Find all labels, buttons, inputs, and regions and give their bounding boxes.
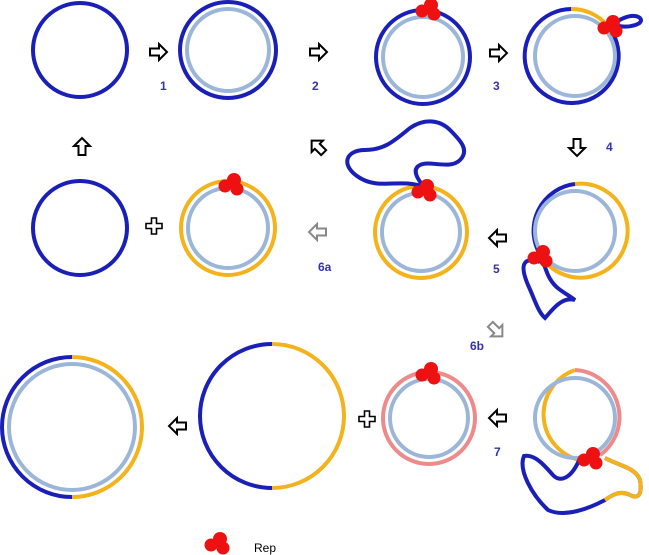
rolling-circle-elongation-step4	[521, 181, 630, 321]
step-label-6a: 6a	[318, 260, 332, 274]
step-label-2: 2	[312, 79, 319, 93]
legend: Rep	[204, 532, 276, 555]
ssdna-circle-released	[31, 179, 129, 277]
step-label-6b: 6b	[470, 339, 484, 353]
displaced-strand-loop-step5	[345, 119, 469, 280]
large-ssdna-concatemer-circle	[198, 342, 346, 490]
plus-icon	[358, 410, 376, 428]
pink-dsdna-rep-circle	[381, 362, 477, 466]
arrow-left-icon	[168, 417, 187, 435]
new-dsdna-rep-circle	[179, 173, 277, 277]
step-label-4: 4	[606, 140, 613, 154]
large-dsdna-circle	[0, 355, 144, 499]
arrow-left-icon	[488, 229, 507, 247]
rep-protein-icon	[204, 532, 230, 555]
arrow-down-icon	[568, 138, 586, 157]
arrow-right-icon	[149, 43, 168, 61]
dsdna-rep-bound-step2	[374, 0, 472, 106]
arrow-left-icon	[488, 409, 507, 427]
step-label-1: 1	[160, 79, 167, 93]
second-round-replication-step7	[520, 368, 643, 515]
arrow-right-icon	[489, 44, 508, 62]
ssdna-circle-step0	[31, 1, 129, 99]
legend-rep-label: Rep	[254, 541, 276, 555]
arrow-left-gray-icon	[308, 223, 327, 241]
arrow-down-right-gray-icon	[483, 317, 510, 344]
step-label-3: 3	[493, 79, 500, 93]
step-label-5: 5	[493, 262, 500, 276]
dsdna-circle-step1	[178, 0, 278, 100]
arrow-up-left-icon	[304, 133, 331, 160]
arrow-right-icon	[309, 43, 328, 61]
arrow-up-icon	[73, 137, 91, 156]
plus-icon	[145, 217, 163, 235]
step-label-7: 7	[494, 445, 501, 459]
rolling-circle-start-step3	[522, 6, 643, 105]
